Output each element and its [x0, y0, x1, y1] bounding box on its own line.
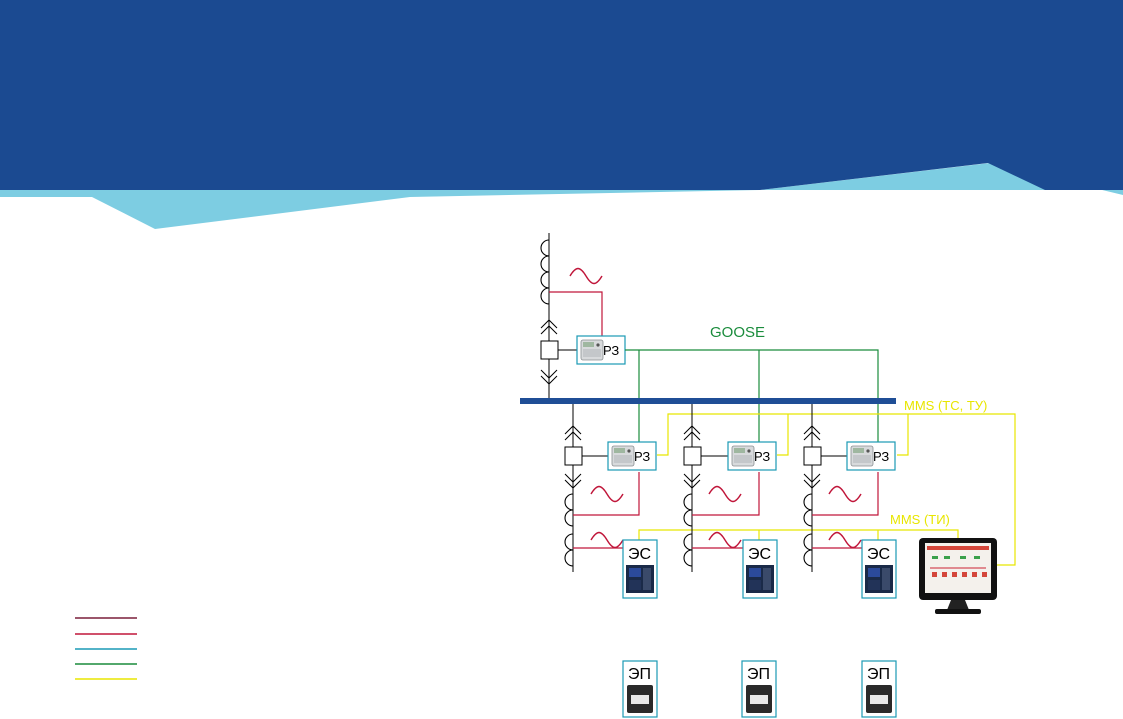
- mms-measure-label: MMS (ТИ): [890, 512, 950, 527]
- incoming-feeder: РЗ: [540, 233, 626, 400]
- current-transformer-icon: [564, 493, 574, 567]
- mms-measure-network: [638, 529, 959, 541]
- meter-label: ЭС: [867, 546, 890, 563]
- current-transformer-icon: [540, 239, 550, 305]
- ac-wave-icon: [708, 531, 742, 549]
- goose-label: GOOSE: [710, 324, 765, 341]
- counter-label: ЭП: [747, 666, 770, 683]
- relay-label: РЗ: [873, 449, 889, 464]
- ac-wave-icon: [828, 485, 862, 503]
- ac-wave-icon: [590, 485, 624, 503]
- mms-control-label: MMS (ТС, ТУ): [904, 398, 987, 413]
- meter-label: ЭС: [748, 546, 771, 563]
- header-banner: [0, 0, 1123, 229]
- counter-label: ЭП: [867, 666, 890, 683]
- bay-2: РЗ ЭС ЭП: [683, 404, 778, 718]
- ac-wave-icon: [590, 531, 624, 549]
- current-transformer-icon: [803, 493, 813, 567]
- busbar: [520, 398, 896, 404]
- ac-wave-icon: [708, 485, 742, 503]
- legend: [75, 617, 137, 680]
- bay-1: РЗ ЭС ЭП: [564, 404, 658, 718]
- relay-label: РЗ: [603, 343, 619, 358]
- circuit-breaker-icon: [564, 446, 583, 466]
- ac-wave-icon: [828, 531, 862, 549]
- header-light-accent: [0, 163, 1123, 229]
- current-transformer-icon: [683, 493, 693, 567]
- header-blue-band: [0, 0, 1123, 190]
- goose-network: [625, 349, 879, 445]
- counter-label: ЭП: [628, 666, 651, 683]
- mms-control-network: [657, 413, 1016, 566]
- circuit-breaker-icon: [540, 340, 559, 360]
- relay-label: РЗ: [754, 449, 770, 464]
- circuit-breaker-icon: [803, 446, 822, 466]
- bay-3: РЗ ЭС ЭП: [803, 404, 897, 718]
- relay-label: РЗ: [634, 449, 650, 464]
- meter-label: ЭС: [628, 546, 651, 563]
- scada-monitor-icon[interactable]: [919, 538, 997, 614]
- circuit-breaker-icon: [683, 446, 702, 466]
- ac-wave-icon: [569, 267, 603, 285]
